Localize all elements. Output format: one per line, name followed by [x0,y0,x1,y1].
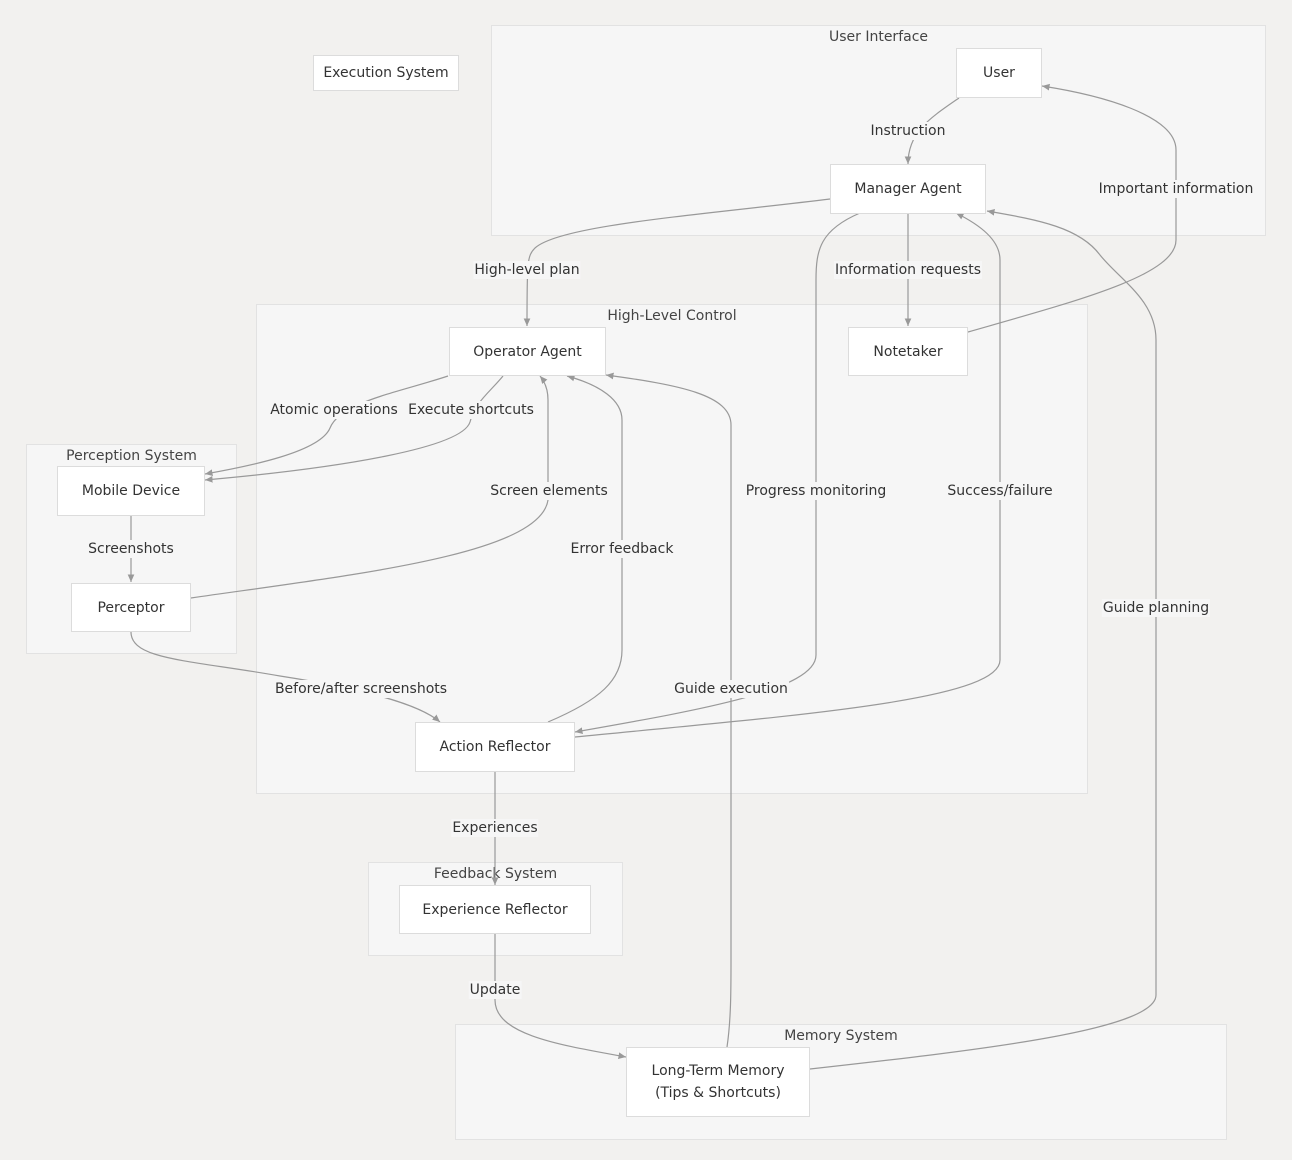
edge-label-guide-planning: Guide planning [1101,599,1211,617]
notetaker-node: Notetaker [848,327,968,376]
edge-important-information [967,83,1177,333]
group-memory-system: Memory System [455,1024,1227,1140]
edge-before-after-screenshots [130,631,441,723]
edge-label-update: Update [468,981,522,999]
edge-label-information-requests: Information requests [833,261,983,279]
edge-label-screen-elements: Screen elements [489,482,609,500]
operator-agent-node: Operator Agent [449,327,606,376]
edge-error-feedback [547,374,623,723]
edge-guide-planning [809,208,1157,1070]
edge-guide-execution [605,372,732,1048]
edge-label-atomic-operations: Atomic operations [269,401,399,419]
edge-label-instruction: Instruction [869,122,947,140]
execution-system-node: Execution System [313,55,459,91]
edge-label-progress-monitoring: Progress monitoring [744,482,888,500]
perceptor-node: Perceptor [71,583,191,632]
group-title-perception-system: Perception System [66,448,197,464]
edge-execute-shortcuts [204,375,504,483]
edge-progress-monitoring [574,212,861,734]
edge-label-error-feedback: Error feedback [569,540,675,558]
group-title-high-level-control: High-Level Control [607,308,737,324]
group-title-user-interface: User Interface [828,29,929,45]
edge-label-experiences: Experiences [451,819,539,837]
user-node: User [956,48,1042,98]
edge-label-before-after-screenshots: Before/after screenshots [273,680,449,698]
action-reflector-node: Action Reflector [415,722,575,772]
edge-label-high-level-plan: High-level plan [473,261,581,279]
edge-label-execute-shortcuts: Execute shortcuts [407,401,535,419]
edge-label-screenshots: Screenshots [87,540,175,558]
edge-update [494,934,627,1059]
edge-success-failure [574,212,1001,738]
edge-label-important-information: Important information [1097,180,1255,198]
edge-screen-elements [190,375,549,599]
mobile-device-node: Mobile Device [57,466,205,516]
manager-agent-node: Manager Agent [830,164,986,214]
long-term-memory-node: Long-Term Memory (Tips & Shortcuts) [626,1047,810,1117]
edge-label-success-failure: Success/failure [946,482,1054,500]
edge-atomic-operations [204,375,449,476]
experience-reflector-node: Experience Reflector [399,885,591,934]
edge-label-guide-execution: Guide execution [673,680,789,698]
group-title-memory-system: Memory System [784,1028,898,1044]
